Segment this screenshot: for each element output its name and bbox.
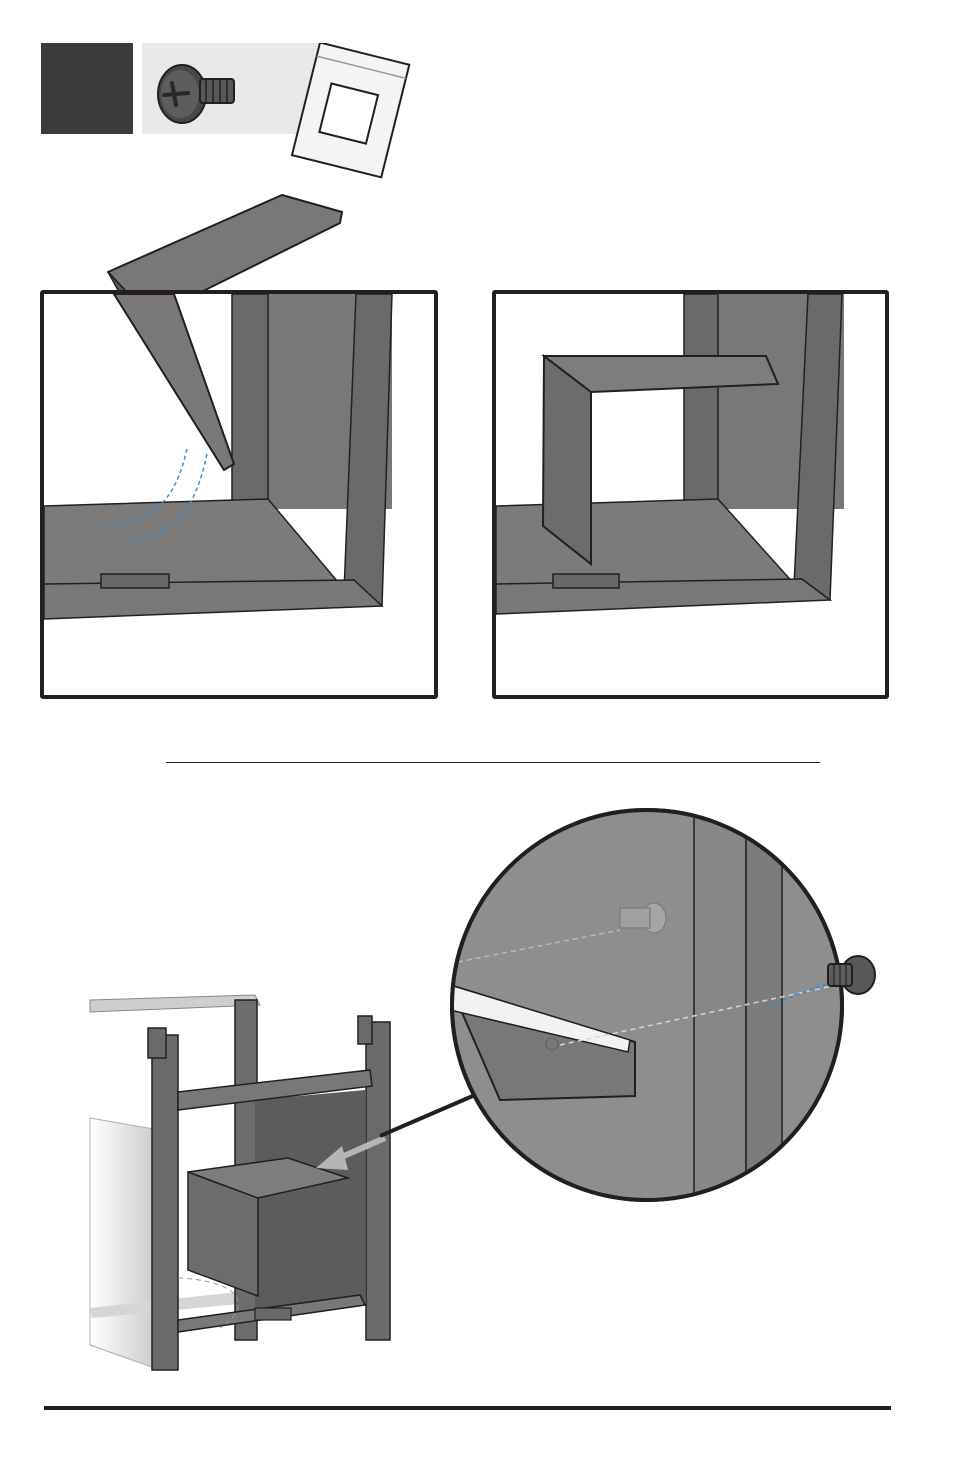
shelf-insert-panel: [40, 290, 438, 699]
hardware-bag-icon: [290, 43, 411, 179]
footer-rule: [44, 1406, 891, 1410]
screw-icon: [157, 64, 235, 124]
assembly-detail-illustration: [89, 808, 876, 1371]
shelf-installed-panel: [492, 290, 889, 699]
screw-icon: [827, 955, 876, 995]
cabinet-interior-left: [44, 294, 393, 620]
step-number-box: [41, 43, 133, 134]
magnifier-callout-icon: [450, 808, 844, 1202]
cabinet-interior-right: [496, 294, 844, 615]
section-divider: [166, 762, 820, 763]
shelf-bracket-installed: [541, 353, 780, 567]
hardware-illustration: [157, 43, 411, 179]
arrow-indicator-icon: [316, 1135, 387, 1170]
